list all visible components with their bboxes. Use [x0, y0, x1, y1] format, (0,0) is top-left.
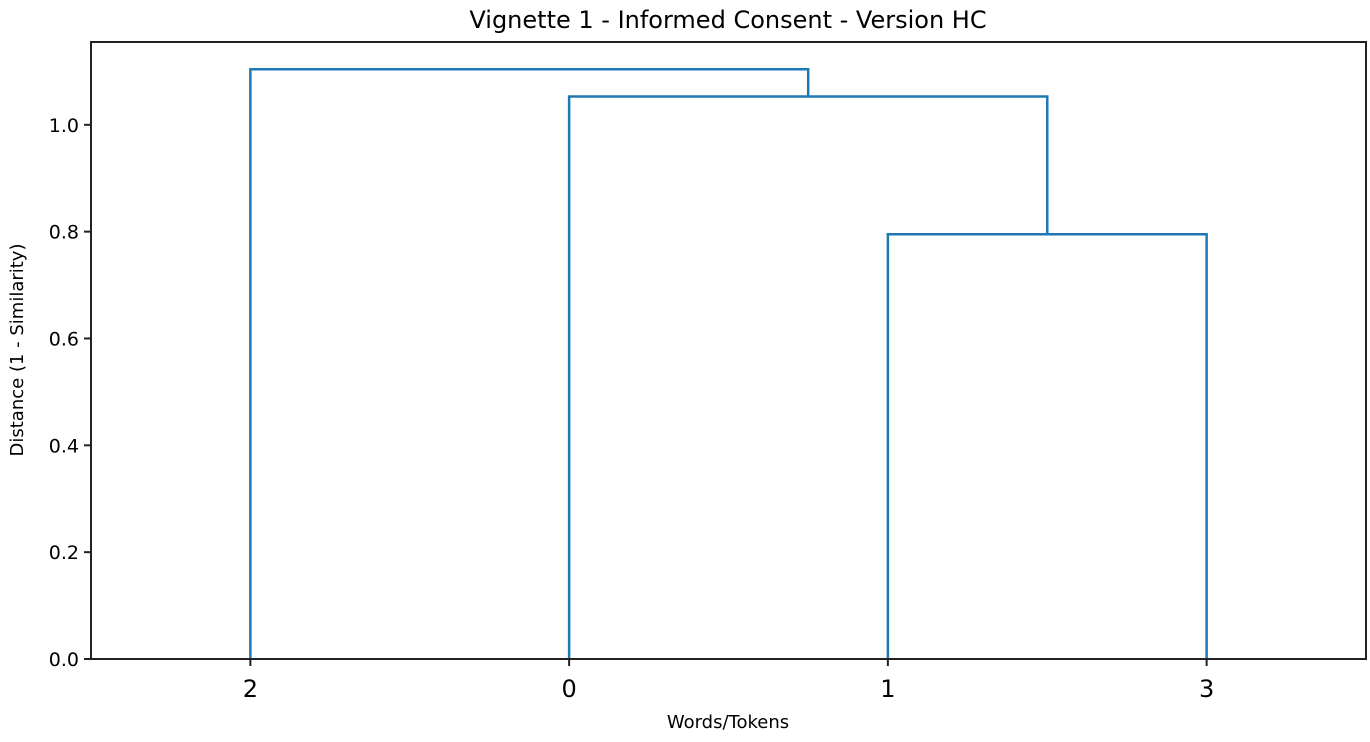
leaf-label-1: 1: [880, 675, 895, 703]
y-tick-label: 1.0: [49, 115, 79, 137]
dendrogram-links: [249, 67, 1208, 659]
y-tick-label: 0.2: [49, 542, 79, 564]
dendrogram-link-1: [567, 95, 1049, 659]
y-tick-label: 0.0: [49, 649, 79, 671]
leaf-label-2: 2: [243, 675, 258, 703]
x-axis-label: Words/Tokens: [667, 712, 789, 733]
plot-frame: [90, 41, 1367, 660]
y-tick-label: 0.8: [49, 222, 79, 244]
leaf-label-3: 3: [1199, 675, 1214, 703]
y-tick-label: 0.6: [49, 328, 79, 350]
dendrogram-link-2: [249, 67, 810, 659]
y-axis-ticks: 0.0 0.2 0.4 0.6 0.8 1.0: [49, 115, 91, 671]
y-axis-label: Distance (1 - Similarity): [7, 244, 28, 457]
chart-title: Vignette 1 - Informed Consent - Version …: [469, 6, 986, 34]
leaf-label-0: 0: [561, 675, 576, 703]
y-tick-label: 0.4: [49, 435, 79, 457]
dendrogram-link-0: [886, 233, 1208, 659]
